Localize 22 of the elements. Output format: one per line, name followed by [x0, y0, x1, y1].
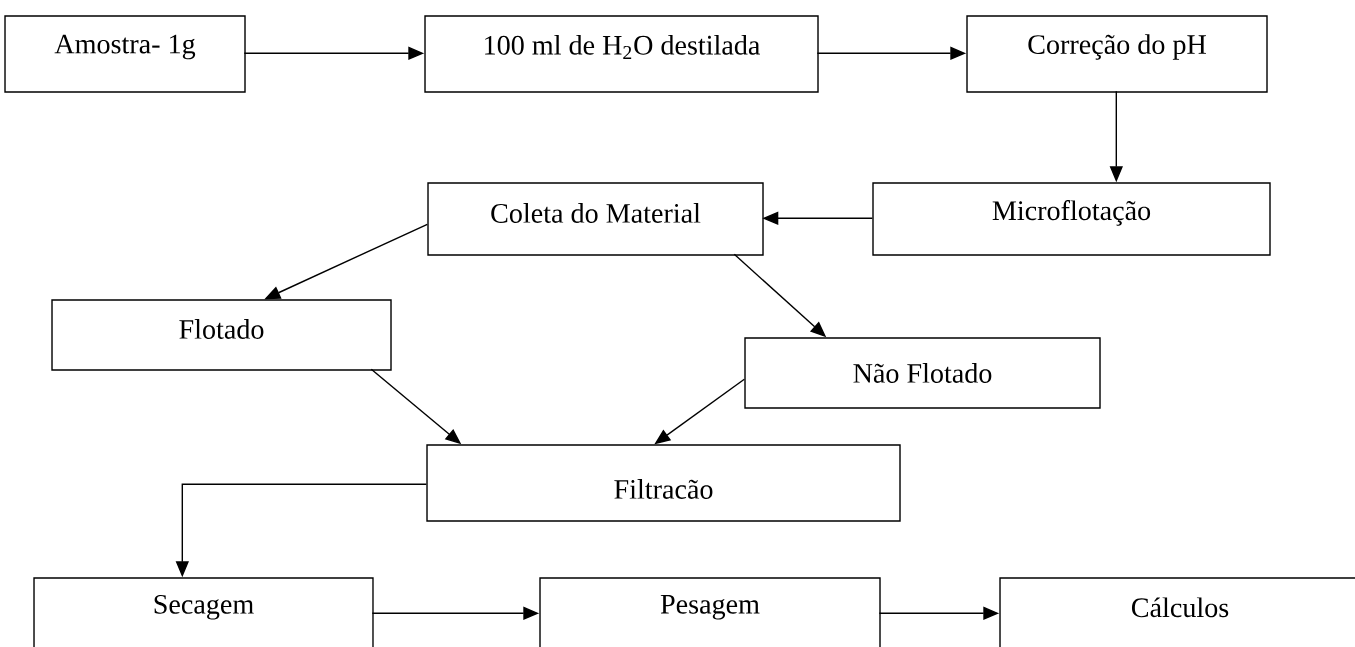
- box-label: Cálculos: [1131, 597, 1229, 618]
- box-label: 100 ml de H$_{2}$O destilada: [485, 34, 760, 59]
- box-label: Não Flotado: [853, 363, 992, 383]
- box-label: Coleta do Material: [491, 203, 701, 223]
- process-box: [426, 444, 901, 522]
- box-label: Correção do pH: [1028, 34, 1206, 60]
- process-box: [51, 299, 392, 371]
- process-box: [4, 15, 246, 93]
- process-box: [999, 577, 1355, 647]
- process-box: [966, 15, 1268, 93]
- process-box: [539, 577, 881, 647]
- box-label: Secagem: [154, 594, 254, 620]
- box-label: Microflotação: [992, 200, 1151, 226]
- box-label: Filtracão: [614, 479, 713, 499]
- process-box: [872, 182, 1271, 256]
- box-label: Amostra- 1g: [54, 34, 196, 60]
- process-box: [427, 182, 764, 256]
- process-box: [33, 577, 374, 647]
- process-box: [744, 337, 1101, 409]
- box-label: Flotado: [179, 319, 264, 339]
- process-box: [424, 15, 819, 93]
- box-label: Pesagem: [660, 595, 760, 620]
